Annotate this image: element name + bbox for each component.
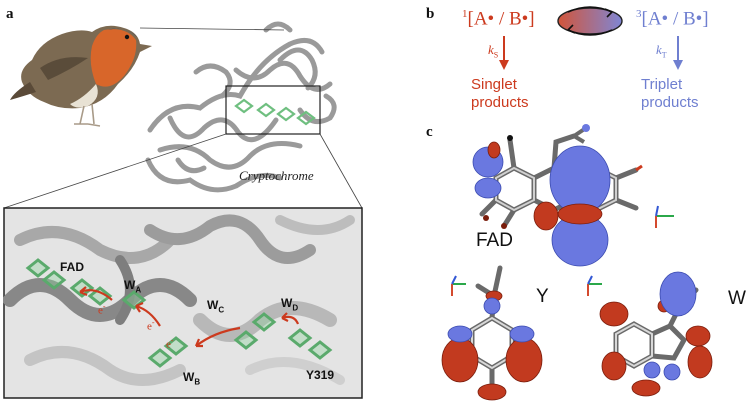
fad-axes-icon bbox=[655, 205, 674, 228]
singlet-rate-label: kS bbox=[488, 42, 499, 60]
electron-transfer-arrows bbox=[79, 286, 300, 348]
fad-label: FAD bbox=[476, 230, 513, 251]
electron-label-2: e- bbox=[147, 318, 155, 333]
panel-a-letter: a bbox=[6, 6, 14, 22]
tyrosine-label: Y bbox=[536, 286, 549, 307]
tryptophan-label: W bbox=[728, 288, 746, 309]
zoom-fad-label: FAD bbox=[60, 260, 84, 274]
trp-a-label: WA bbox=[124, 278, 142, 295]
zoom-line-right bbox=[319, 133, 363, 209]
zoom-box-small bbox=[225, 85, 321, 135]
singlet-state-label: 1[A• / B•] bbox=[462, 8, 535, 30]
triplet-rate-label: kT bbox=[656, 42, 667, 60]
tryptophan-orbital-model bbox=[599, 271, 713, 397]
bird-protein-line bbox=[139, 27, 285, 31]
protein-highlight-residues bbox=[234, 98, 316, 126]
cryptochrome-protein bbox=[145, 21, 337, 193]
interconversion-ellipse bbox=[557, 7, 623, 35]
triplet-state-label: 3[A• / B•] bbox=[636, 8, 709, 30]
panel-c-letter: c bbox=[426, 124, 433, 140]
zoom-residues bbox=[25, 258, 333, 368]
trp-c-label: WC bbox=[207, 298, 225, 315]
tyrosine-orbital-model bbox=[441, 265, 543, 401]
robin-bird-icon bbox=[10, 25, 152, 127]
trp-b-label: WB bbox=[183, 370, 201, 387]
panel-b-letter: b bbox=[426, 6, 435, 22]
fad-orbital-model bbox=[472, 124, 643, 267]
tyr-label: Y319 bbox=[306, 368, 335, 382]
tryptophan-axes-icon bbox=[587, 275, 602, 296]
trp-d-label: WD bbox=[281, 296, 299, 313]
singlet-products-label: Singlet products bbox=[471, 76, 529, 111]
tyrosine-axes-icon bbox=[451, 275, 466, 296]
zoom-ribbons bbox=[3, 214, 355, 386]
cryptochrome-label: Cryptochrome bbox=[239, 168, 314, 183]
electron-label-3: e- bbox=[166, 336, 174, 351]
triplet-products-label: Triplet products bbox=[641, 76, 699, 111]
electron-label-1: e- bbox=[98, 302, 106, 317]
zoom-line-left bbox=[3, 133, 227, 209]
